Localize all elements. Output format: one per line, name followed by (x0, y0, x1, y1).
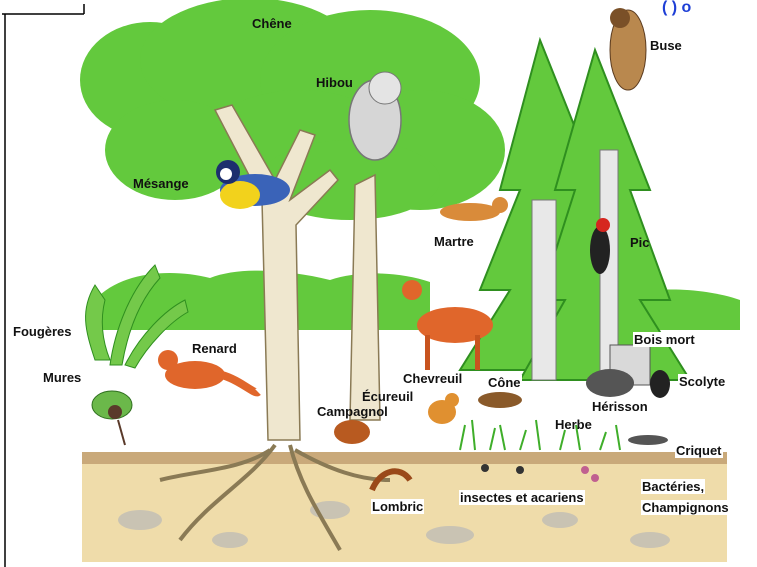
label-bois-mort: Bois mort (633, 332, 696, 347)
label-herisson: Hérisson (592, 399, 648, 414)
label-scolyte: Scolyte (678, 374, 726, 389)
grass-patch (460, 420, 620, 450)
label-mesange: Mésange (133, 176, 189, 191)
bark-beetle (650, 370, 670, 398)
vole (334, 420, 370, 444)
label-hibou: Hibou (316, 75, 353, 90)
label-renard: Renard (192, 341, 237, 356)
label-bacteries: Bactéries, (641, 479, 705, 494)
label-herbe: Herbe (555, 417, 592, 432)
label-criquet: Criquet (675, 443, 723, 458)
label-campagnol: Campagnol (317, 404, 388, 419)
label-mures: Mures (42, 370, 82, 385)
label-champignons: Champignons (641, 500, 730, 515)
pine-cone (478, 392, 522, 408)
label-fougeres: Fougères (12, 324, 73, 339)
label-ecureuil: Écureuil (362, 389, 413, 404)
cricket (628, 435, 668, 445)
label-martre: Martre (434, 234, 474, 249)
label-chene: Chêne (252, 16, 292, 31)
label-insectes: insectes et acariens (459, 490, 585, 505)
label-lombric: Lombric (371, 499, 424, 514)
squirrel (428, 393, 459, 424)
label-cone: Cône (487, 375, 522, 390)
corner-fragment: ( ) o (662, 0, 692, 16)
label-pic: Pic (630, 235, 650, 250)
label-chevreuil: Chevreuil (403, 371, 462, 386)
blackberry-bush (92, 391, 132, 445)
hedgehog (586, 369, 634, 397)
fox (158, 350, 258, 392)
label-buse: Buse (650, 38, 682, 53)
buzzard (610, 8, 646, 90)
